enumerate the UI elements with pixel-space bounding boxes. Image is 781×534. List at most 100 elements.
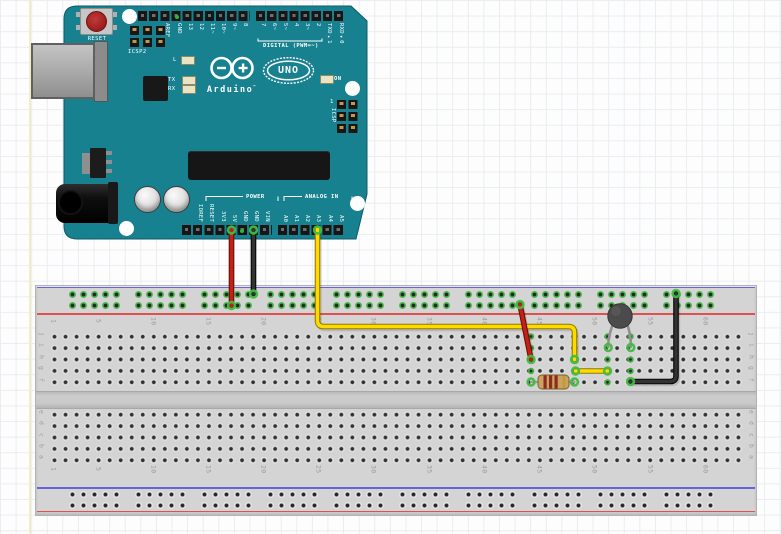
icsp2-header[interactable] [129, 25, 169, 35]
power-group-label: POWER [246, 193, 265, 200]
bb-row-letter: c [747, 433, 756, 438]
analog-group-label: ANALOG IN [305, 193, 339, 200]
capacitor [162, 185, 190, 213]
analog-header[interactable] [278, 225, 346, 235]
icsp-label: ICSP [330, 108, 336, 123]
bb-row-letter: b [747, 444, 756, 449]
led-tx [182, 76, 196, 85]
pin-label: IOREF [197, 203, 203, 222]
resistor[interactable] [529, 374, 576, 390]
bb-col-number: 10 [149, 317, 158, 326]
led-l-label: L [173, 57, 177, 63]
digital-group-label: DIGITAL (PWM=~) [263, 42, 319, 49]
icsp2-label: ICSP2 [128, 48, 147, 55]
led-l [181, 56, 195, 65]
resistor-band-red [554, 375, 558, 389]
thermistor[interactable] [606, 303, 633, 349]
icsp-header[interactable] [336, 99, 360, 109]
bb-row-letter: d [747, 421, 756, 426]
icsp2-header[interactable] [129, 37, 169, 47]
bb-row-letter: g [37, 366, 46, 371]
thermistor-bead[interactable] [607, 303, 633, 329]
bb-col-number: 20 [259, 317, 268, 326]
capacitor [133, 185, 161, 213]
bb-col-number: 35 [425, 465, 434, 474]
pin-label: 5~ [282, 23, 288, 31]
reset-button-tab [76, 25, 81, 30]
wire-gnd-jumper[interactable] [627, 290, 679, 385]
bb-row-letter: e [37, 410, 46, 415]
breadboard-bottom-blue-line [37, 487, 755, 489]
mounting-hole [118, 220, 134, 236]
mounting-hole [122, 8, 137, 24]
pin-label: 5V [231, 214, 237, 222]
usb-interface-chip [143, 76, 168, 101]
bb-col-number: 45 [535, 317, 544, 326]
pin-label: 8 [242, 23, 248, 27]
usb-connector [31, 43, 95, 99]
pin-label: 4 [293, 23, 299, 27]
icsp-pin1-label: 1 [330, 99, 334, 105]
bb-col-number: 50 [590, 317, 599, 326]
bb-row-letter: f [747, 378, 756, 383]
bb-row-letter: e [747, 410, 756, 415]
bb-col-number: 45 [535, 465, 544, 474]
breadboard-top-blue-line [37, 286, 755, 289]
trademark-symbol: ™ [253, 84, 258, 89]
digital-header-left[interactable] [138, 11, 251, 21]
bb-col-number: 50 [590, 465, 599, 474]
uno-oval [262, 57, 315, 85]
pin-label: GND [176, 23, 182, 34]
arduino-pcb[interactable] [63, 5, 368, 240]
gnd-pin-connected-dot [240, 228, 244, 233]
led-rx-label: RX [168, 86, 176, 92]
bb-col-number: 35 [425, 317, 434, 326]
led-rx [182, 85, 196, 94]
pin-label: A3 [315, 214, 321, 222]
bb-col-number: 55 [646, 465, 655, 474]
breadboard-center-channel [36, 391, 756, 409]
bb-row-letter: g [747, 366, 756, 371]
wire-rail-jumper[interactable] [517, 301, 534, 363]
bb-col-number: 20 [259, 465, 268, 474]
pin-label: 12 [198, 23, 204, 31]
pin-label: RESET [208, 203, 214, 222]
power-jack-flange [108, 182, 118, 224]
reset-button-tab [76, 12, 81, 17]
bb-col-number: 15 [204, 317, 213, 326]
wire-a3[interactable] [314, 226, 578, 363]
breadboard-bottom-rail-holes[interactable] [67, 488, 719, 511]
uno-model-label: UNO [277, 64, 300, 76]
pin-label: GND [242, 211, 248, 222]
bb-col-number: 10 [149, 465, 158, 474]
breadboard-top-red-line [37, 313, 755, 315]
digital-header-right[interactable] [256, 11, 346, 21]
resistor-band-gold [562, 375, 566, 389]
voltage-regulator-tab [82, 153, 90, 174]
pin-label: 6~ [271, 23, 277, 31]
pin-label: A0 [282, 214, 288, 222]
voltage-regulator-pin [106, 160, 112, 164]
connection-caps [226, 225, 681, 387]
bb-col-number: 55 [646, 317, 655, 326]
led-on-label: ON [334, 76, 342, 82]
icsp-header[interactable] [336, 123, 360, 133]
resistor-band-red [549, 375, 553, 389]
pin-label: A2 [304, 214, 310, 222]
bb-row-letter: a [37, 455, 46, 460]
bb-row-letter: h [747, 355, 756, 360]
led-tx-label: TX [168, 77, 176, 83]
pin-label: 3~ [304, 23, 310, 31]
bb-col-number: 5 [94, 319, 103, 324]
reset-button[interactable] [86, 10, 107, 32]
reset-button-tab [112, 25, 117, 30]
icsp-header[interactable] [336, 111, 360, 121]
pin-label: A5 [338, 214, 344, 222]
bb-col-number: 30 [369, 317, 378, 326]
pin-label: 7 [260, 23, 266, 27]
breadboard-bottom-block-holes[interactable] [48, 409, 745, 466]
bb-row-letter: b [37, 444, 46, 449]
mounting-hole [349, 195, 365, 211]
bb-row-letter: d [37, 421, 46, 426]
